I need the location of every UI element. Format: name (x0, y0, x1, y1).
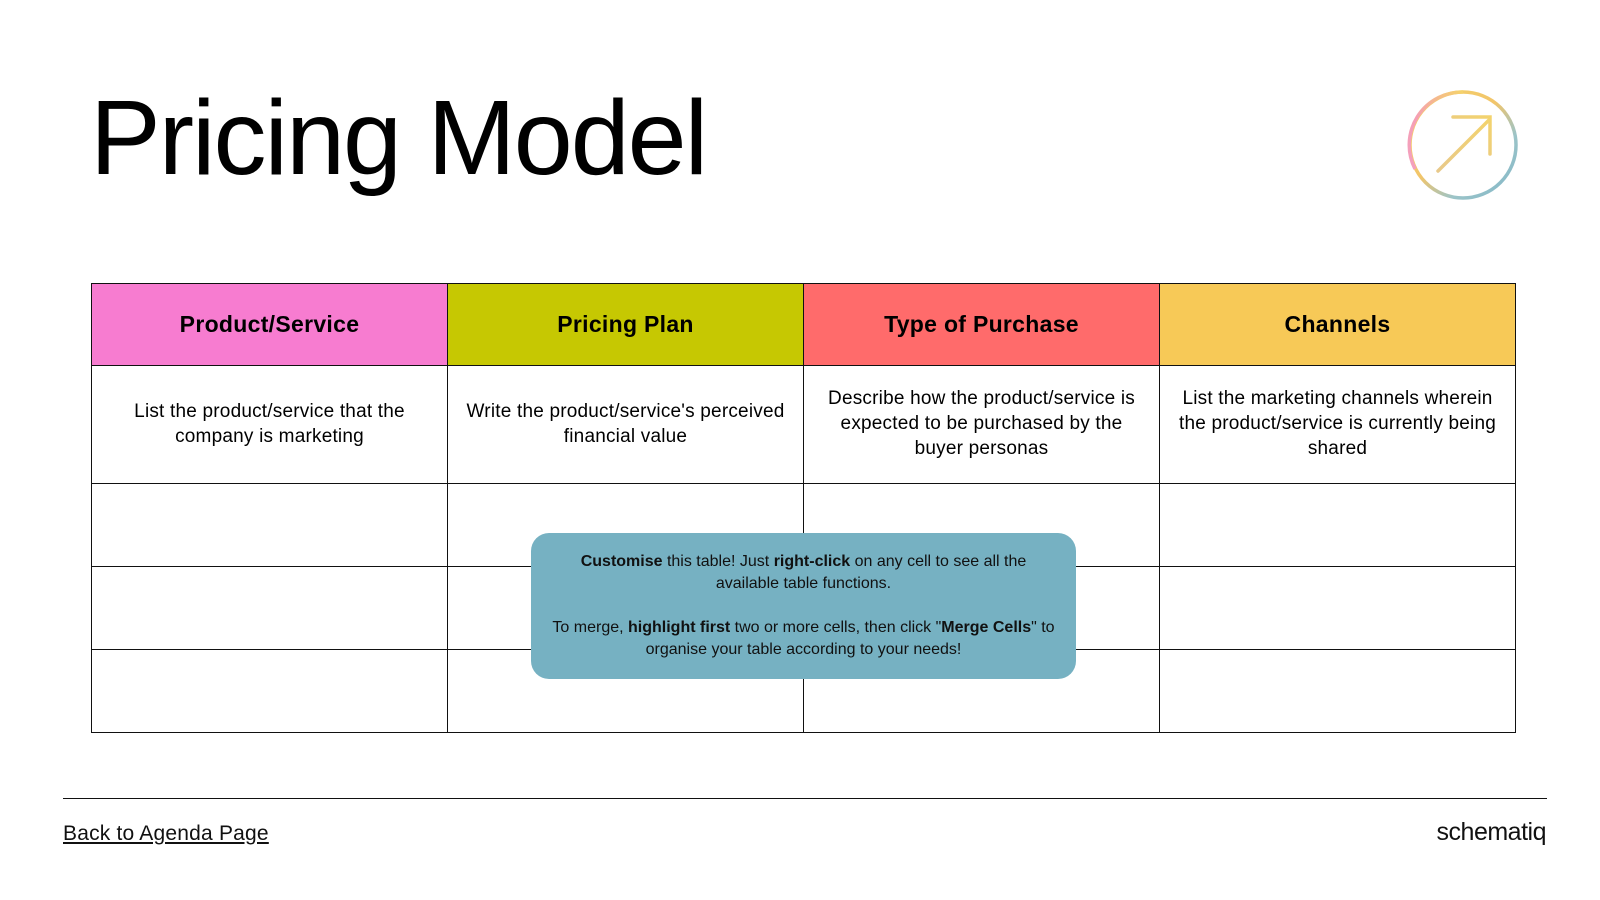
callout-paragraph-merge: To merge, highlight first two or more ce… (551, 617, 1056, 661)
footer-divider (63, 798, 1547, 799)
callout-paragraph-customise: Customise this table! Just right-click o… (551, 551, 1056, 595)
cell-product-description[interactable]: List the product/service that the compan… (91, 365, 448, 484)
callout-text: To merge, (552, 619, 629, 637)
callout-bold: Merge Cells (941, 619, 1032, 637)
table-cell[interactable] (91, 649, 448, 733)
callout-text: two or more cells, then click " (730, 619, 942, 637)
header-row: Product/Service Pricing Plan Type of Pur… (91, 283, 1516, 366)
table-cell[interactable] (1159, 483, 1516, 567)
cell-channels-description[interactable]: List the marketing channels wherein the … (1159, 365, 1516, 484)
table-cell[interactable] (1159, 566, 1516, 650)
header-product-service[interactable]: Product/Service (91, 283, 448, 366)
table-cell[interactable] (1159, 649, 1516, 733)
brand-logo: schematiq (1436, 818, 1547, 846)
cell-purchase-description[interactable]: Describe how the product/service is expe… (803, 365, 1160, 484)
callout-bold: highlight first (628, 619, 731, 637)
callout-bold: right-click (773, 553, 851, 570)
page-title: Pricing Model (90, 79, 708, 197)
cell-pricing-description[interactable]: Write the product/service's perceived fi… (447, 365, 804, 484)
header-type-of-purchase[interactable]: Type of Purchase (803, 283, 1160, 366)
instruction-callout: Customise this table! Just right-click o… (531, 533, 1076, 679)
callout-bold: Customise (580, 553, 663, 570)
back-to-agenda-link[interactable]: Back to Agenda Page (63, 822, 269, 845)
table-cell[interactable] (91, 483, 448, 567)
callout-text: this table! Just (662, 553, 774, 570)
table-cell[interactable] (91, 566, 448, 650)
callout-text: " to organise your table according to yo… (645, 619, 1055, 659)
header-channels[interactable]: Channels (1159, 283, 1516, 366)
table-row: List the product/service that the compan… (91, 365, 1516, 484)
header-pricing-plan[interactable]: Pricing Plan (447, 283, 804, 366)
callout-text: on any cell to see all the available tab… (715, 553, 1027, 593)
arrow-up-right-circle-icon (1407, 89, 1519, 201)
